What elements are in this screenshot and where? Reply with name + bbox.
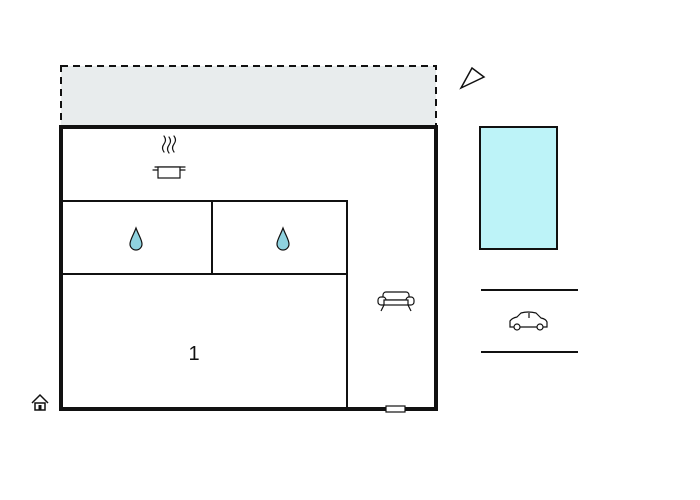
car-icon [509, 311, 548, 331]
pool [479, 126, 558, 250]
house-entrance-icon [31, 393, 49, 411]
sofa-icon [377, 291, 415, 312]
cooking-pot-icon [152, 135, 186, 179]
terrace [60, 65, 437, 127]
entrance-door [385, 405, 406, 413]
water-drop-icon [129, 226, 143, 251]
room-number-label: 1 [188, 343, 199, 365]
water-drop-icon [276, 226, 290, 251]
bathroom-right [211, 200, 348, 275]
north-arrow-icon [459, 66, 486, 90]
house-outline [59, 125, 438, 411]
